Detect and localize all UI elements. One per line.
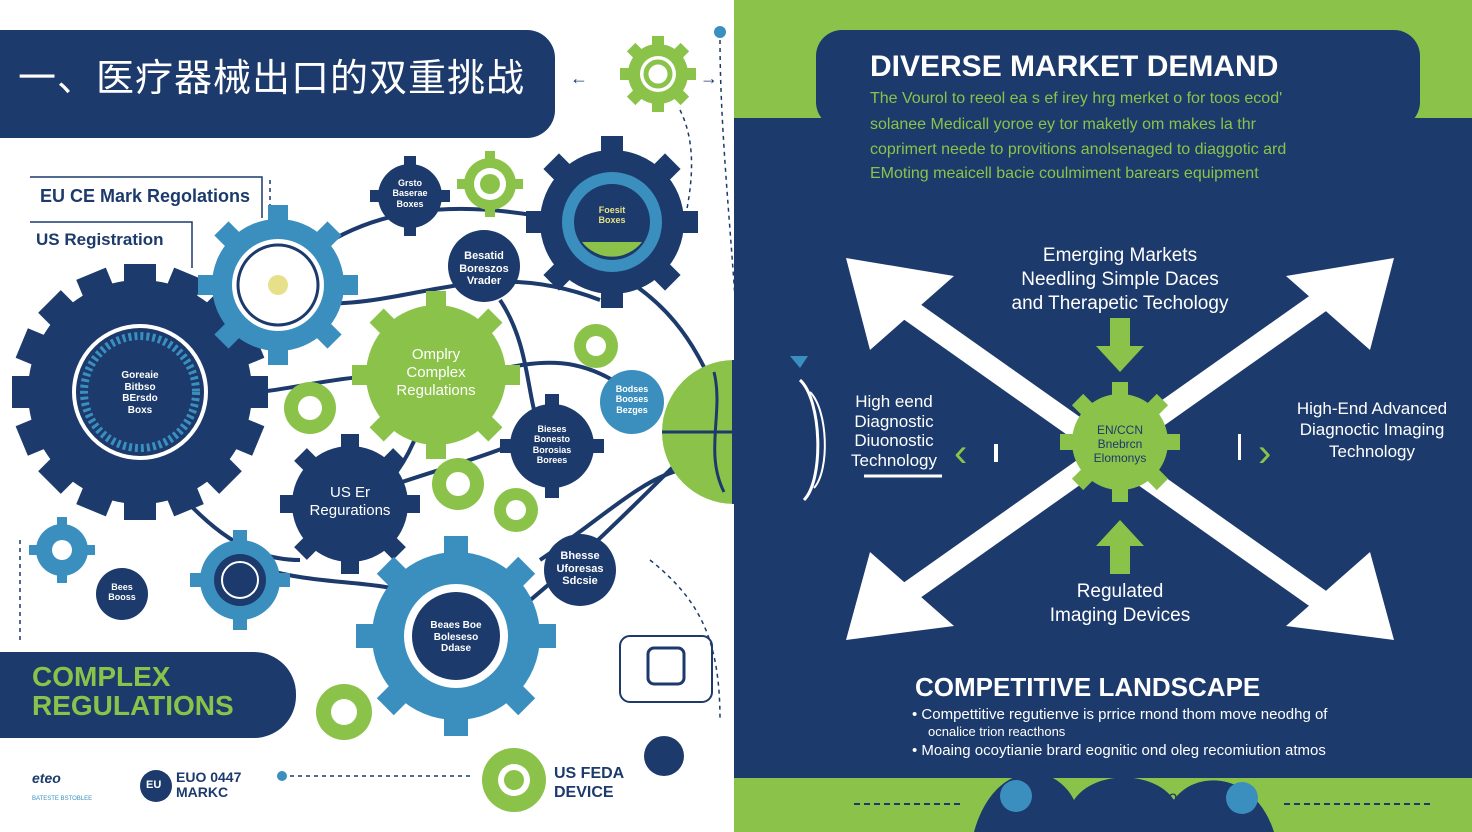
green-gear-topmost — [620, 36, 696, 112]
page-title: 一、医疗器械出口的双重挑战 — [18, 56, 526, 100]
bullet-2: • Moaing ocoytianie brard eognitic ond o… — [912, 742, 1326, 759]
green-gear-small-center — [432, 458, 484, 510]
arrow-label-bottom: Regulated Imaging Devices — [1049, 581, 1191, 626]
teal-gear-big-bottom — [356, 536, 556, 736]
left-panel: ← → 一、医疗器械出口的双重挑战 EU CE Mark Regolations… — [0, 0, 734, 832]
navy-gear-us-er — [280, 434, 420, 574]
eu-badge-text: EUO 0447 MARKC — [176, 769, 242, 800]
device-icon — [646, 646, 686, 686]
arrowhead-top-left-icon — [846, 258, 954, 350]
gear-label-mid-center: Bieses Bonesto Borosias Borees — [532, 424, 572, 466]
globe-icon — [662, 360, 734, 504]
green-gear-small-top — [457, 151, 523, 217]
eu-badge: EU — [146, 779, 162, 791]
arrow-label-top: Emerging Markets Needling Simple Daces a… — [1011, 245, 1229, 314]
navy-small-bottom-left — [96, 568, 148, 620]
teal-gear-top — [198, 205, 358, 365]
gear-label-bottom-left: Bees Booss — [108, 582, 136, 603]
description-line-1: The Vourol to reeol ea s ef irey hrg mer… — [870, 90, 1283, 107]
green-gear-small-left — [284, 382, 336, 434]
callout-us-registration: US Registration — [36, 230, 164, 249]
footer-label: ERSO — [1146, 792, 1178, 804]
gear-label-bottom-right: Bhesse Uforesas Sdcsie — [556, 550, 604, 588]
arrow-label-left: High eend Diagnostic Diuonostic Technolo… — [850, 392, 937, 470]
arrow-right-icon: → — [700, 68, 718, 88]
small-navy-gear-top — [370, 156, 450, 236]
navy-bubble-icon — [644, 736, 684, 776]
arrow-label-right: High-End Advanced Diagnoctic Imaging Tec… — [1296, 399, 1448, 461]
title-banner — [0, 30, 555, 138]
teal-gear-mid-right — [600, 370, 664, 434]
gear-label-small-top: Grsto Baserae Boxes — [392, 178, 428, 209]
gear-label-mid-right: Bodses Booses Bezges — [615, 384, 649, 415]
teal-gear-bottom — [190, 530, 290, 630]
center-gear-label: EN/CCN Bnebrcn Elomonys — [1093, 423, 1147, 465]
navy-blob-mid — [448, 230, 520, 302]
eu-badge-circle — [140, 770, 172, 802]
arrowhead-top-right-icon — [1286, 258, 1394, 350]
market-arrows-graphic: ‹ › — [734, 258, 1472, 832]
right-heading-box — [816, 30, 1420, 128]
complex-regulations-title: COMPLEX REGULATIONS — [32, 661, 234, 722]
bullet-1: • Compettitive regutienve is prrice rnon… — [912, 706, 1328, 723]
gear-label-main-top: Besatid Boreszos Vrader — [459, 250, 509, 288]
gear-label-us-er: US Er Regurations — [309, 484, 391, 519]
description-line-4: EMoting meaicell bacie coulmiment barear… — [870, 165, 1259, 182]
callout-eu-ce: EU CE Mark Regolations — [40, 186, 251, 206]
center-gear — [1060, 382, 1180, 502]
green-gear-bottom — [482, 748, 546, 812]
logo-subtext: BATESTE BSTOBLEE — [32, 796, 93, 802]
green-complex-gear — [352, 291, 520, 459]
big-left-gear — [12, 264, 268, 520]
bullet-2-text: Moaing ocoytianie brard eognitic ond ole… — [921, 742, 1326, 759]
navy-gear-bottom-right — [544, 534, 616, 606]
gear-label-bottom-big: Beaes Boe Boleseso Ddase — [430, 620, 482, 654]
dot-icon — [714, 26, 726, 38]
competitive-landscape-title: COMPETITIVE LANDSCAPE — [915, 672, 1261, 702]
green-arrow-down-icon — [1096, 318, 1144, 372]
chevron-left-icon: ‹ — [954, 431, 967, 475]
navy-gear-top-right — [526, 136, 698, 308]
gear-label-complex: Omplry Complex Regulations — [396, 346, 476, 399]
complex-regulations-banner — [0, 652, 296, 738]
gear-label-top-right: Foesit Boxes — [598, 205, 626, 226]
arrow-left-icon: ← — [570, 68, 588, 88]
gear-network-graphic: ← → — [12, 26, 734, 812]
logo-text: eteo — [32, 770, 61, 786]
green-gear-bottom-left — [316, 684, 372, 740]
right-heading: DIVERSE MARKET DEMAND — [870, 50, 1279, 83]
chevron-right-icon: › — [1258, 431, 1271, 475]
arrowheads — [846, 258, 1394, 640]
device-frame-icon — [619, 635, 713, 703]
description-line-3: coprimert neede to provitions anolsenage… — [870, 141, 1287, 158]
navy-gear-mid-center — [500, 394, 604, 498]
gear-label-big-left: Goreaie Bitbso BErsdo Boxs — [121, 370, 159, 416]
bullet-1-cont: ocnalice trion reacthons — [928, 724, 1066, 739]
green-gear-small-mid — [574, 324, 618, 368]
arrowhead-bottom-left-icon — [846, 552, 954, 640]
green-arrow-up-icon — [1096, 520, 1144, 574]
description-line-2: solanee Medicall yoroe ey tor maketly om… — [870, 116, 1256, 133]
teal-gear-small-left — [29, 517, 95, 583]
bullet-1-text: Compettitive regutienve is prrice rnond … — [921, 706, 1328, 723]
us-fda-label: US FEDA DEVICE — [554, 765, 625, 802]
green-gear-small-center2 — [494, 488, 538, 532]
arrowhead-bottom-right-icon — [1286, 552, 1394, 640]
